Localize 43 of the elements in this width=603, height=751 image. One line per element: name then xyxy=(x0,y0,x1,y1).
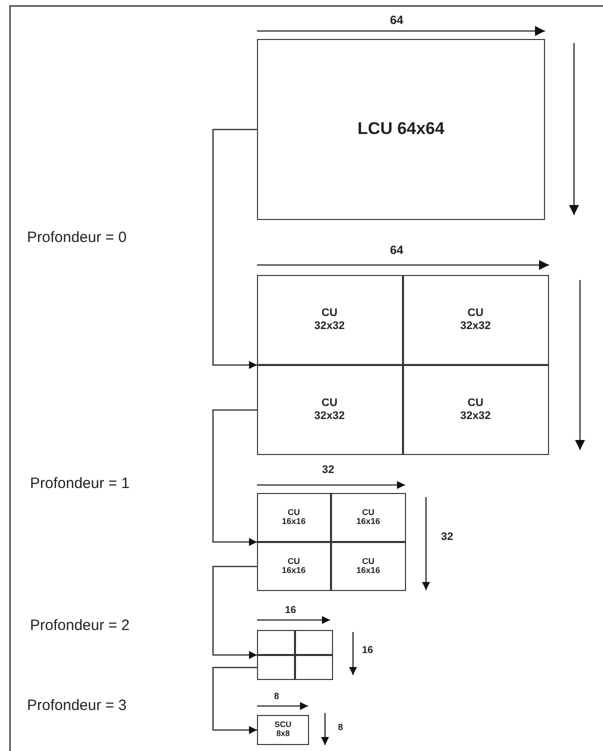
cu-cell xyxy=(294,654,332,680)
cu-cell xyxy=(402,364,548,454)
depth-label: Profondeur = 3 xyxy=(27,697,127,714)
depth-label: Profondeur = 0 xyxy=(27,229,127,246)
dimension-label: 16 xyxy=(362,645,374,656)
dimension-label: 32 xyxy=(441,531,454,543)
split-block xyxy=(257,630,333,680)
cu-cell xyxy=(256,654,294,680)
depth-label: Profondeur = 1 xyxy=(30,475,130,492)
dimension-label: 8 xyxy=(338,722,344,732)
block-label: CU 32x32 xyxy=(314,397,345,422)
cu-cell xyxy=(256,364,402,454)
cu-cell xyxy=(256,492,331,542)
block-label: CU 16x16 xyxy=(282,508,306,526)
dimension-label: 64 xyxy=(390,13,404,27)
block-label: CU 16x16 xyxy=(356,508,380,526)
block-label: CU 32x32 xyxy=(460,307,491,332)
connector-arrow xyxy=(212,128,257,369)
connector-arrow xyxy=(212,409,257,546)
cu-cell xyxy=(402,274,548,364)
connector-arrow xyxy=(212,566,257,659)
split-block xyxy=(257,275,549,455)
block-box xyxy=(257,715,309,745)
cu-cell xyxy=(256,274,402,364)
cu-cell xyxy=(256,542,331,590)
split-block xyxy=(257,493,406,591)
block-label: SCU 8x8 xyxy=(274,721,292,739)
block-label: LCU 64x64 xyxy=(358,120,444,139)
cu-cell xyxy=(294,630,332,654)
block-label: CU 16x16 xyxy=(356,556,380,576)
block-label: CU 16x16 xyxy=(282,556,306,576)
dimension-label: 8 xyxy=(274,691,280,701)
dimension-label: 32 xyxy=(322,464,334,476)
dimension-label: 16 xyxy=(285,605,296,616)
block-box xyxy=(257,39,545,220)
cu-cell xyxy=(256,630,294,654)
block-label: CU 32x32 xyxy=(314,307,345,332)
connector-arrow xyxy=(212,666,257,734)
cu-cell xyxy=(331,542,406,590)
block-label: CU 32x32 xyxy=(460,397,491,422)
cu-cell xyxy=(331,492,406,542)
depth-label: Profondeur = 2 xyxy=(30,617,130,634)
dimension-label: 64 xyxy=(390,243,404,257)
